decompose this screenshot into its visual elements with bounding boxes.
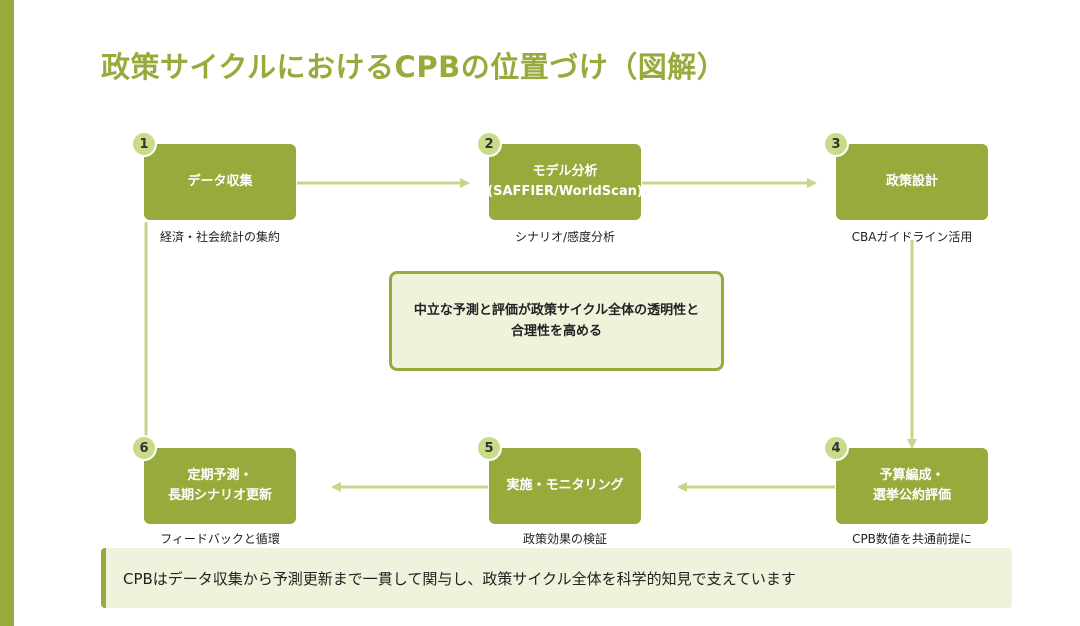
step-caption: 政策効果の検証 <box>522 532 607 546</box>
step-label: 定期予測・ <box>187 468 253 483</box>
step-label: 政策設計 <box>885 174 938 189</box>
step-label: 実施・モニタリング <box>506 478 624 493</box>
summary-text: CPBはデータ収集から予測更新まで一貫して関与し、政策サイクル全体を科学的知見で… <box>123 569 796 588</box>
step-forecast-update: 定期予測・ 長期シナリオ更新 <box>144 448 296 524</box>
left-accent-bar <box>0 0 14 626</box>
center-message-line: 中立な予測と評価が政策サイクル全体の透明性と <box>413 303 700 318</box>
step-number-badge: 4 <box>823 435 849 461</box>
step-number-badge: 1 <box>131 131 157 157</box>
page-title: 政策サイクルにおけるCPBの位置づけ（図解） <box>101 50 727 84</box>
step-number-badge: 2 <box>476 131 502 157</box>
center-message-line: 合理性を高める <box>510 324 602 339</box>
step-label: モデル分析 <box>532 164 598 179</box>
step-implementation-monitoring: 実施・モニタリング <box>489 448 641 524</box>
step-data-collection: データ収集 <box>144 144 296 220</box>
step-label-sub: 長期シナリオ更新 <box>167 488 272 503</box>
step-caption: CPB数値を共通前提に <box>852 532 972 546</box>
step-caption: 経済・社会統計の集約 <box>159 230 280 244</box>
step-label: データ収集 <box>187 174 253 189</box>
step-policy-design: 政策設計 <box>836 144 988 220</box>
step-label-sub: 選挙公約評価 <box>872 488 951 503</box>
step-number-badge: 5 <box>476 435 502 461</box>
center-message-box: 中立な予測と評価が政策サイクル全体の透明性と 合理性を高める <box>389 271 724 371</box>
step-number-badge: 6 <box>131 435 157 461</box>
step-budget-evaluation: 予算編成・ 選挙公約評価 <box>836 448 988 524</box>
step-label: 予算編成・ <box>879 468 945 483</box>
step-caption: シナリオ/感度分析 <box>514 230 616 244</box>
step-number-badge: 3 <box>823 131 849 157</box>
step-model-analysis: モデル分析 (SAFFIER/WorldScan) <box>487 144 643 220</box>
step-label-sub: (SAFFIER/WorldScan) <box>487 184 643 199</box>
step-caption: CBAガイドライン活用 <box>851 230 973 244</box>
summary-callout: CPBはデータ収集から予測更新まで一貫して関与し、政策サイクル全体を科学的知見で… <box>101 548 1012 608</box>
step-caption: フィードバックと循環 <box>160 532 280 546</box>
